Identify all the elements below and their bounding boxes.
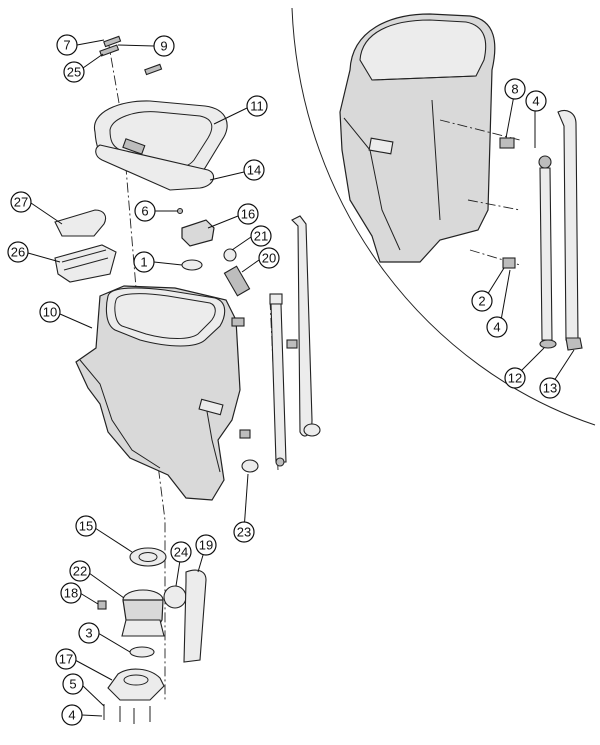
- callout-23: 23: [233, 521, 255, 543]
- callout-4-detail-bottom: 4: [486, 316, 508, 338]
- callout-1: 1: [133, 251, 155, 273]
- ball-part: [223, 248, 237, 262]
- filter-basket-part: [54, 244, 117, 283]
- gasket-part: [95, 144, 215, 191]
- callout-19: 19: [195, 534, 217, 556]
- vent-hose-part: [557, 109, 583, 351]
- callout-8: 8: [504, 78, 526, 100]
- bracket-part: [499, 137, 515, 149]
- svg-text:23: 23: [237, 525, 251, 540]
- svg-text:6: 6: [141, 204, 148, 219]
- svg-text:24: 24: [174, 545, 188, 560]
- callout-16: 16: [237, 203, 259, 225]
- svg-text:17: 17: [59, 652, 73, 667]
- callouts: 7 9 25 11 14 27 26 6 16 1 21 20 10 15 24…: [7, 34, 561, 726]
- callout-25: 25: [63, 61, 85, 83]
- svg-text:7: 7: [63, 38, 70, 53]
- callout-5: 5: [62, 673, 84, 695]
- svg-text:9: 9: [160, 39, 167, 54]
- callout-15: 15: [75, 515, 97, 537]
- callout-27: 27: [10, 191, 32, 213]
- valve-housing-part: [121, 589, 165, 637]
- svg-text:2: 2: [478, 294, 485, 309]
- svg-text:4: 4: [532, 94, 539, 109]
- washer-part: [181, 259, 203, 271]
- svg-text:21: 21: [254, 229, 268, 244]
- fill-pipe-part: [269, 293, 287, 467]
- flange-screws: [103, 704, 151, 724]
- outlet-pipe-part: [183, 569, 207, 663]
- svg-text:10: 10: [43, 305, 57, 320]
- callout-21: 21: [250, 225, 272, 247]
- leader-lines: [27, 39, 575, 717]
- mounting-flange-part: [107, 668, 165, 701]
- callout-12: 12: [504, 367, 526, 389]
- callout-11: 11: [246, 95, 268, 117]
- callout-14: 14: [243, 159, 265, 181]
- callout-4: 4: [61, 704, 83, 726]
- svg-text:15: 15: [79, 519, 93, 534]
- tank-body-part: [75, 285, 241, 501]
- callout-20: 20: [258, 247, 280, 269]
- svg-text:14: 14: [247, 163, 261, 178]
- callout-17: 17: [55, 648, 77, 670]
- cartridge-part: [223, 265, 251, 297]
- clamp-part: [286, 339, 298, 349]
- drain-hose-part: [291, 215, 321, 437]
- clamp-part: [239, 429, 251, 439]
- svg-text:16: 16: [241, 207, 255, 222]
- callout-9: 9: [153, 35, 175, 57]
- callout-6: 6: [134, 200, 156, 222]
- svg-text:27: 27: [14, 195, 28, 210]
- callout-26: 26: [7, 241, 29, 263]
- svg-text:26: 26: [11, 245, 25, 260]
- svg-text:20: 20: [262, 251, 276, 266]
- filter-cover-part: [54, 209, 107, 237]
- cap-part: [163, 585, 187, 609]
- callout-4-detail-top: 4: [525, 90, 547, 112]
- fill-hose-part: [538, 155, 557, 349]
- callout-2: 2: [471, 290, 493, 312]
- nut-part: [97, 600, 107, 610]
- callout-22: 22: [69, 560, 91, 582]
- svg-text:4: 4: [68, 708, 75, 723]
- callout-24: 24: [170, 541, 192, 563]
- callout-10: 10: [39, 301, 61, 323]
- svg-text:22: 22: [73, 564, 87, 579]
- seal-part: [129, 547, 167, 567]
- svg-text:8: 8: [511, 82, 518, 97]
- grommet-part: [241, 459, 259, 473]
- svg-text:13: 13: [543, 381, 557, 396]
- detail-view-arc: [291, 7, 596, 426]
- svg-text:12: 12: [508, 371, 522, 386]
- callout-3: 3: [78, 622, 100, 644]
- screw-part: [176, 207, 184, 215]
- callout-7: 7: [56, 34, 78, 56]
- callout-18: 18: [60, 582, 82, 604]
- o-ring-part: [129, 646, 155, 658]
- callout-13: 13: [539, 377, 561, 399]
- bracket-part: [502, 257, 516, 269]
- svg-text:19: 19: [199, 538, 213, 553]
- clamp-part: [231, 317, 245, 327]
- svg-text:11: 11: [250, 99, 264, 114]
- svg-text:1: 1: [140, 255, 147, 270]
- svg-text:4: 4: [493, 320, 500, 335]
- valve-bracket-part: [181, 219, 215, 247]
- assembled-unit-detail: [339, 13, 496, 263]
- svg-text:25: 25: [67, 65, 81, 80]
- svg-text:18: 18: [64, 586, 78, 601]
- svg-text:5: 5: [69, 677, 76, 692]
- svg-text:3: 3: [85, 626, 92, 641]
- top-clip-hardware: [99, 35, 163, 76]
